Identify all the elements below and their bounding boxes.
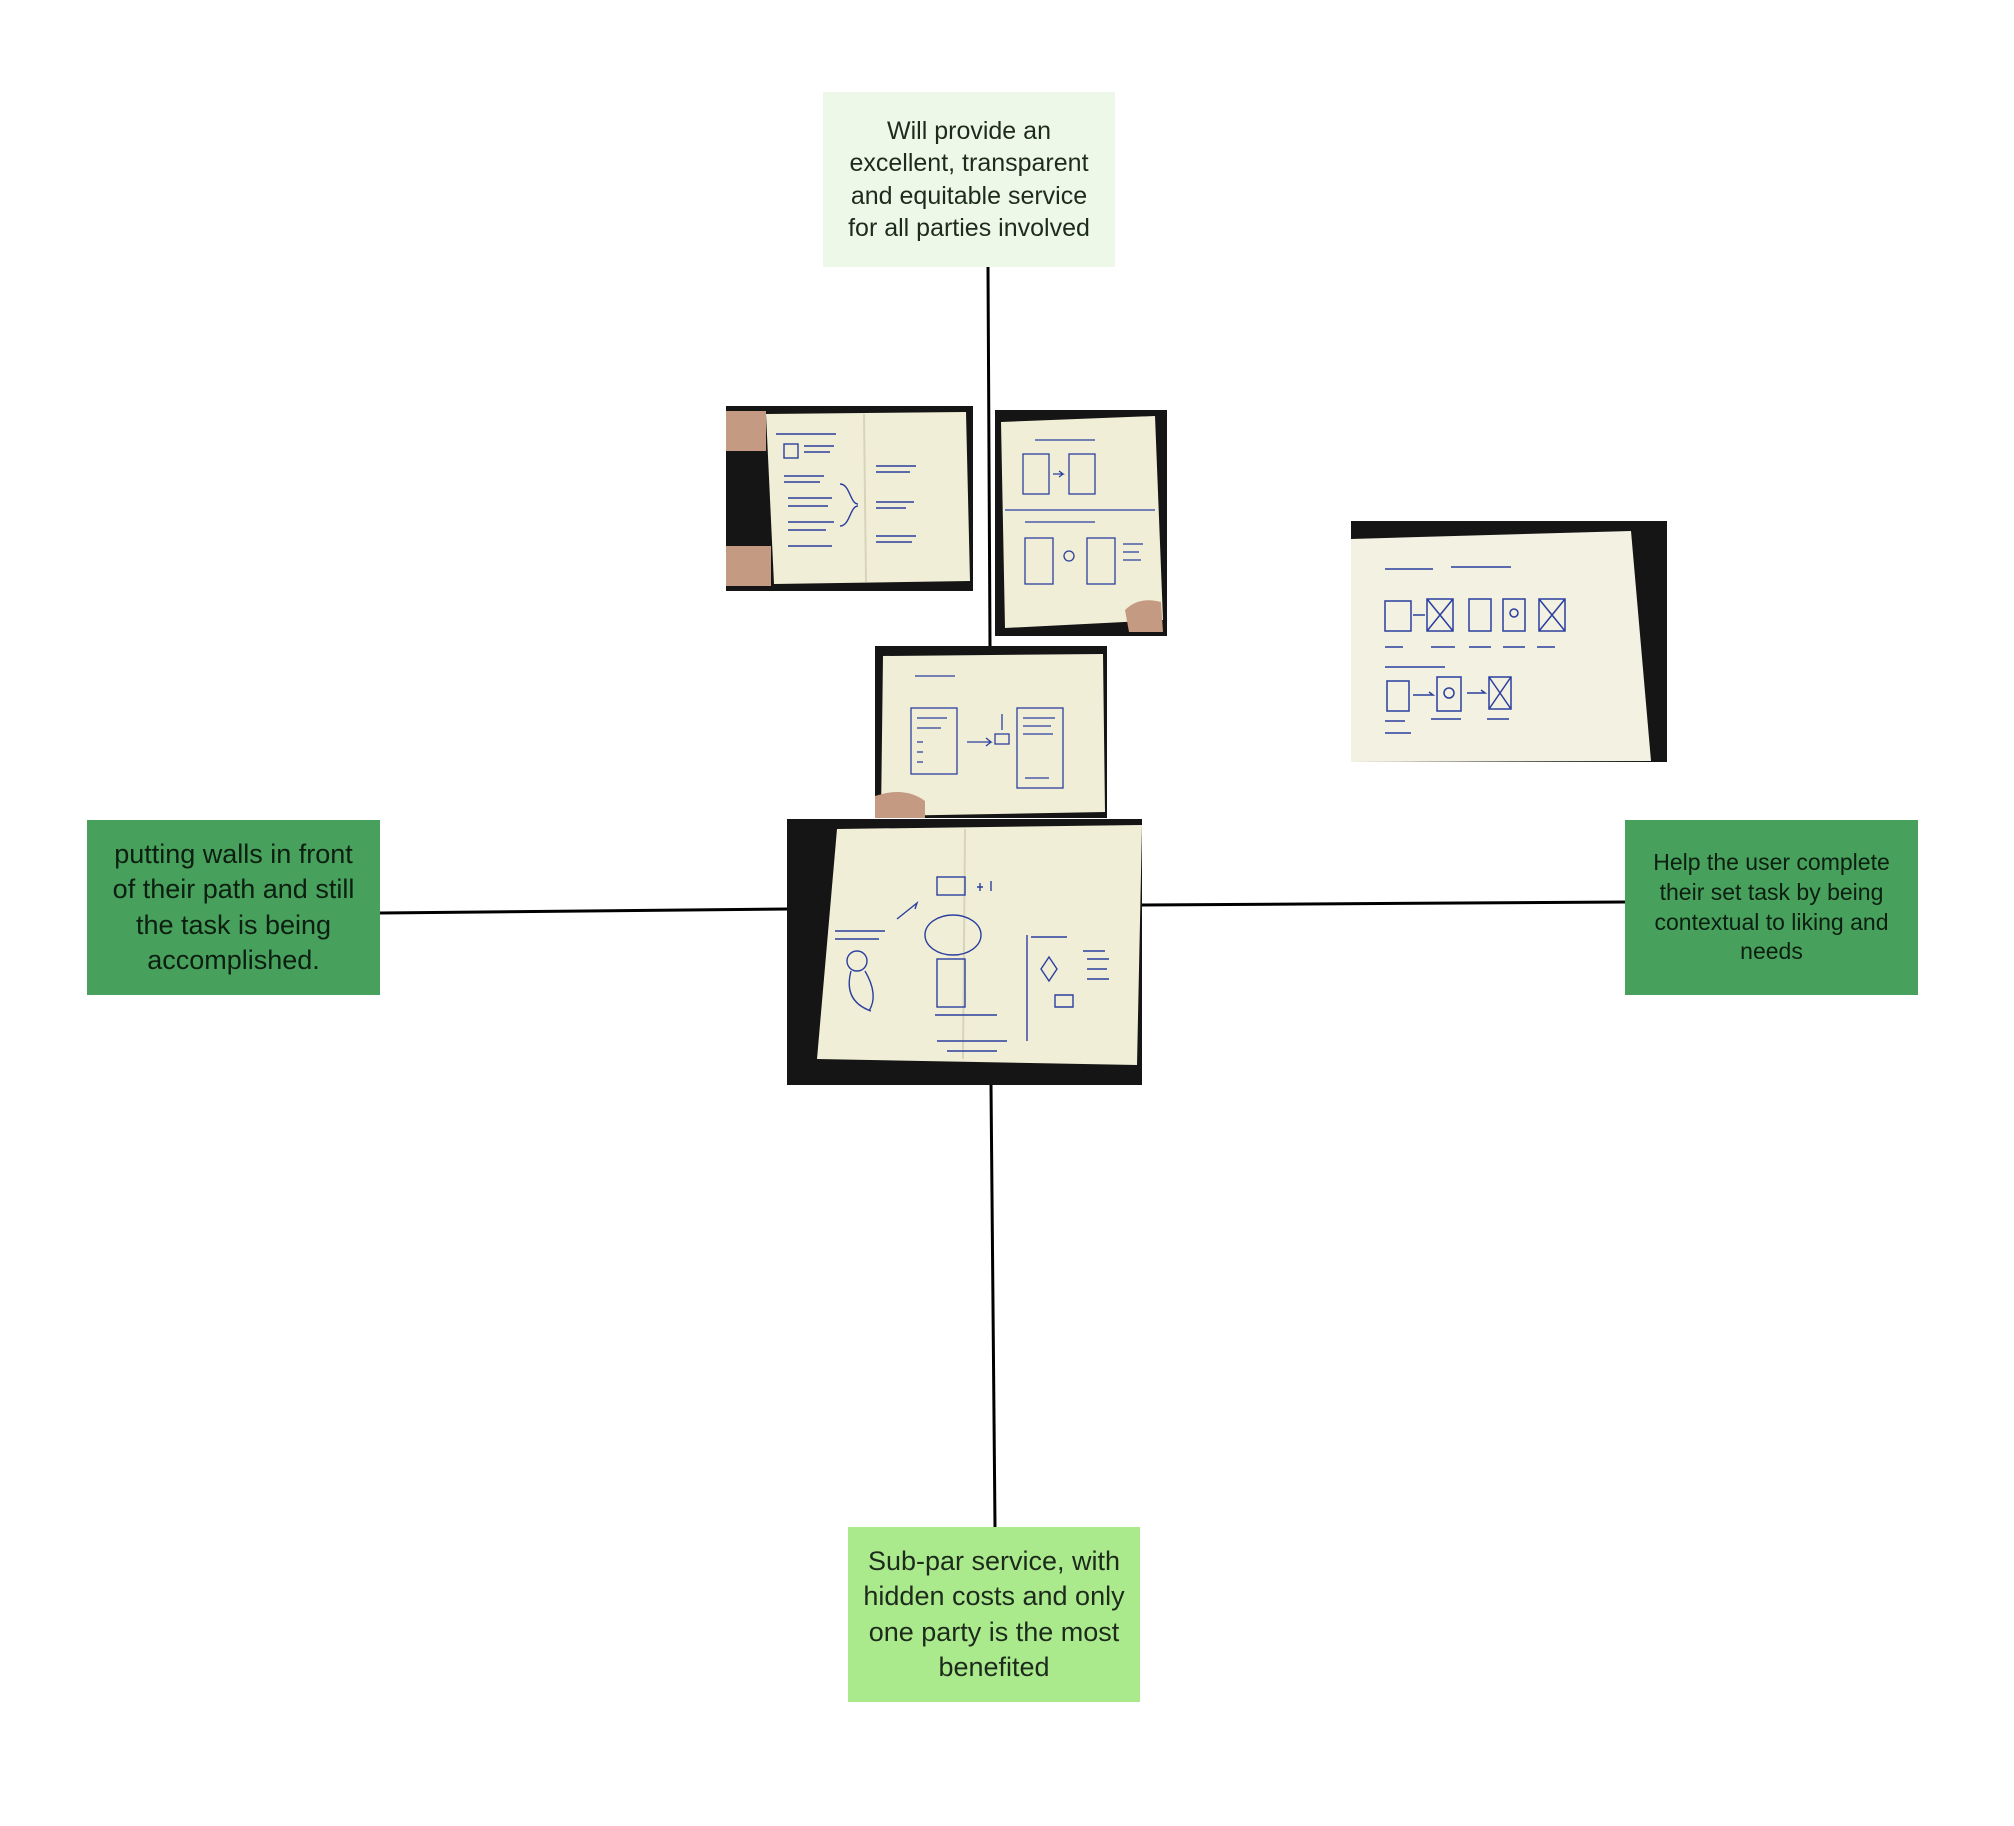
notebook-sketch-icon	[726, 406, 973, 591]
notebook-sketch-icon	[1351, 521, 1667, 762]
axis-left-segment	[379, 907, 788, 915]
notebook-sketch-icon	[875, 646, 1107, 818]
notebook-sketch-icon	[787, 819, 1142, 1085]
sketch-photo-5[interactable]	[1351, 521, 1667, 762]
left-axis-note[interactable]: putting walls in front of their path and…	[87, 820, 380, 995]
axis-top-segment	[986, 266, 992, 647]
bottom-axis-note[interactable]: Sub-par service, with hidden costs and o…	[848, 1527, 1140, 1702]
sketch-photo-2[interactable]	[995, 410, 1167, 636]
sketch-photo-3[interactable]	[875, 646, 1107, 818]
axis-bottom-segment	[989, 1084, 997, 1528]
sketch-photo-4[interactable]	[787, 819, 1142, 1085]
notebook-sketch-icon	[995, 410, 1167, 636]
top-axis-note[interactable]: Will provide an excellent, transparent a…	[823, 92, 1115, 267]
right-axis-note[interactable]: Help the user complete their set task by…	[1625, 820, 1918, 995]
axis-right-segment	[1141, 900, 1626, 907]
sketch-photo-1[interactable]	[726, 406, 973, 591]
